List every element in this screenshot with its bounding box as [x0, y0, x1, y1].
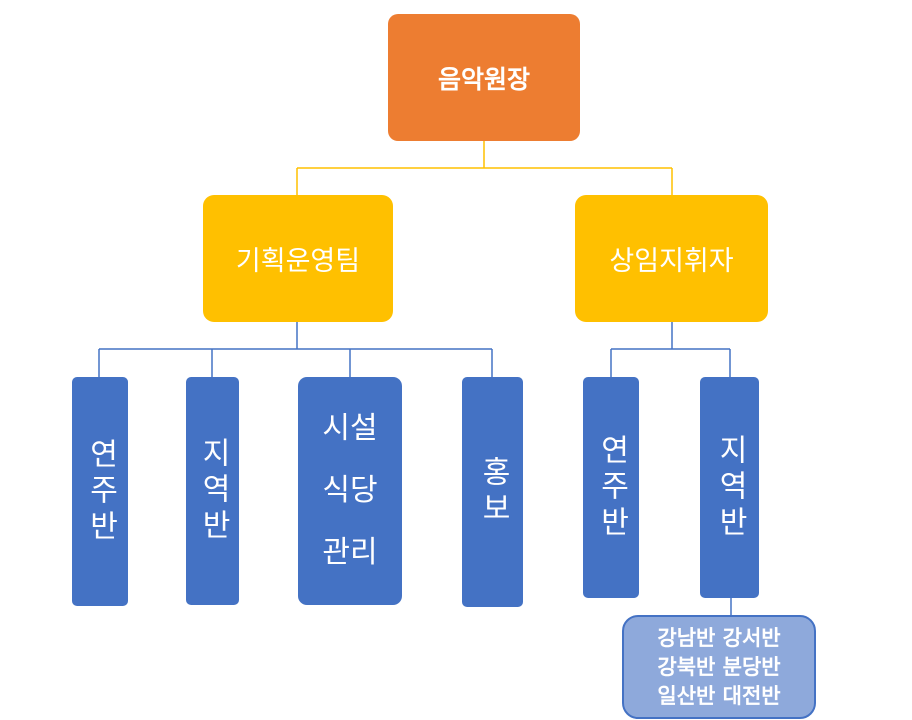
- planning-team-label: 기획운영팀: [235, 246, 361, 277]
- node-planning-team: 기획운영팀: [203, 195, 393, 322]
- root-node-music-director: 음악원장: [388, 14, 580, 141]
- regional-list-line-2: 강북반 분당반: [657, 654, 781, 679]
- node-regional-class-b: 지역반: [700, 377, 759, 598]
- facility-line-3: 관리: [322, 535, 378, 570]
- facility-line-2: 식당: [322, 473, 378, 508]
- node-performance-class-a: 연주반: [72, 377, 128, 606]
- team-connectors: [98, 322, 493, 377]
- root-node-label: 음악원장: [437, 64, 530, 94]
- performance-class-b-label: 연주반: [594, 433, 629, 542]
- conductor-connectors: [610, 322, 732, 615]
- node-performance-class-b: 연주반: [583, 377, 639, 598]
- node-regional-class-a: 지역반: [186, 377, 239, 605]
- regional-class-a-label: 지역반: [195, 437, 231, 545]
- performance-class-a-label: 연주반: [83, 437, 118, 546]
- node-principal-conductor: 상임지휘자: [575, 195, 768, 322]
- regional-list-line-3: 일산반 대전반: [657, 683, 781, 708]
- root-connectors: [296, 141, 673, 195]
- regional-class-b-label: 지역반: [712, 433, 748, 542]
- node-publicity: 홍보: [462, 377, 523, 607]
- node-facility-cafeteria-management: 시설 식당 관리: [298, 377, 402, 605]
- principal-conductor-label: 상임지휘자: [609, 246, 734, 277]
- node-regional-class-list: 강남반 강서반 강북반 분당반 일산반 대전반: [622, 615, 816, 719]
- publicity-label: 홍보: [475, 456, 511, 528]
- facility-line-1: 시설: [322, 411, 378, 446]
- regional-list-line-1: 강남반 강서반: [657, 625, 781, 650]
